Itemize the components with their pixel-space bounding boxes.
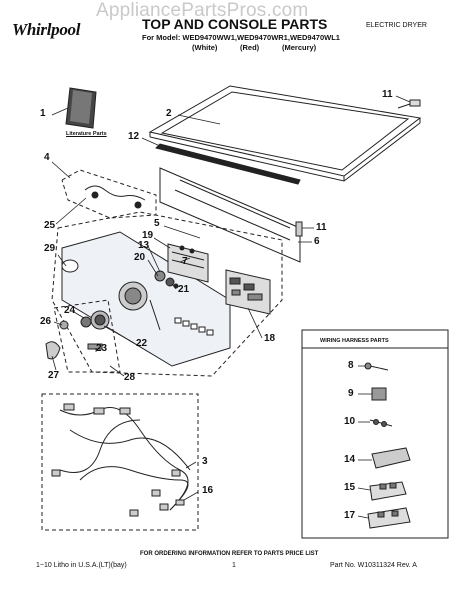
callout-19: 19 bbox=[142, 230, 154, 241]
literature-label: Literature Parts bbox=[66, 131, 107, 137]
callout-27: 27 bbox=[48, 370, 60, 381]
screw-top bbox=[397, 99, 421, 109]
callout-23: 23 bbox=[96, 343, 108, 354]
callout-11-top: 11 bbox=[382, 89, 393, 100]
callout-11-side: 11 bbox=[316, 222, 327, 233]
brand-logo: Whirlpool bbox=[12, 20, 81, 39]
harness-callout-8: 8 bbox=[348, 360, 354, 371]
ui-board bbox=[167, 243, 209, 283]
part-number: Part No. W10311324 Rev. A bbox=[330, 562, 417, 569]
harness-part-icons bbox=[364, 362, 411, 529]
callout-29: 29 bbox=[44, 243, 56, 254]
footer-litho: 1−10 Litho in U.S.A.(LT)(bay) bbox=[36, 562, 127, 569]
callout-5: 5 bbox=[154, 218, 160, 229]
console-panel bbox=[61, 231, 231, 367]
harness-callout-17: 17 bbox=[344, 510, 356, 521]
wiring-harness-title: WIRING HARNESS PARTS bbox=[320, 338, 389, 344]
main-harness-wires bbox=[51, 403, 191, 517]
main-harness-outline bbox=[41, 393, 199, 531]
callout-22: 22 bbox=[136, 338, 148, 349]
page-number: 1 bbox=[232, 562, 236, 569]
callout-16: 16 bbox=[202, 485, 214, 496]
color-white: (White) bbox=[192, 43, 218, 52]
encoder-parts bbox=[154, 270, 179, 289]
color-red: (Red) bbox=[240, 43, 260, 52]
callout-12: 12 bbox=[128, 131, 140, 142]
callout-26: 26 bbox=[40, 316, 52, 327]
callout-6: 6 bbox=[314, 236, 320, 247]
knob-assembly bbox=[45, 310, 110, 360]
harness-clip bbox=[175, 499, 185, 506]
wiring-harness-box bbox=[301, 329, 449, 539]
callout-24: 24 bbox=[64, 305, 76, 316]
watermark: AppliancePartsPros.com bbox=[96, 0, 309, 21]
control-board bbox=[225, 269, 271, 315]
harness-callout-9: 9 bbox=[348, 388, 354, 399]
callout-18: 18 bbox=[264, 333, 276, 344]
callout-1: 1 bbox=[40, 108, 46, 119]
page-title: TOP AND CONSOLE PARTS bbox=[142, 16, 328, 32]
harness-callout-10: 10 bbox=[344, 416, 356, 427]
harness-callout-15: 15 bbox=[344, 482, 356, 493]
callout-20: 20 bbox=[134, 252, 146, 263]
callout-13: 13 bbox=[138, 240, 150, 251]
top-panel bbox=[148, 85, 422, 182]
leader-lines bbox=[51, 95, 411, 519]
literature-booklet bbox=[65, 87, 97, 129]
callout-28: 28 bbox=[124, 372, 136, 383]
callout-2: 2 bbox=[166, 108, 172, 119]
harness-group bbox=[61, 169, 157, 219]
color-mercury: (Mercury) bbox=[282, 43, 317, 52]
callout-4: 4 bbox=[44, 152, 50, 163]
console-outline bbox=[51, 211, 283, 377]
callout-25: 25 bbox=[44, 220, 56, 231]
callout-3: 3 bbox=[202, 456, 208, 467]
model-line: For Model: WED9470WW1,WED9470WR1,WED9470… bbox=[142, 33, 340, 42]
mounting-bracket bbox=[159, 167, 303, 263]
dryer-type: ELECTRIC DRYER bbox=[366, 22, 427, 29]
callout-21: 21 bbox=[178, 284, 190, 295]
harness-callout-14: 14 bbox=[344, 454, 356, 465]
ordering-note: FOR ORDERING INFORMATION REFER TO PARTS … bbox=[140, 551, 319, 557]
callout-7: 7 bbox=[182, 256, 188, 267]
